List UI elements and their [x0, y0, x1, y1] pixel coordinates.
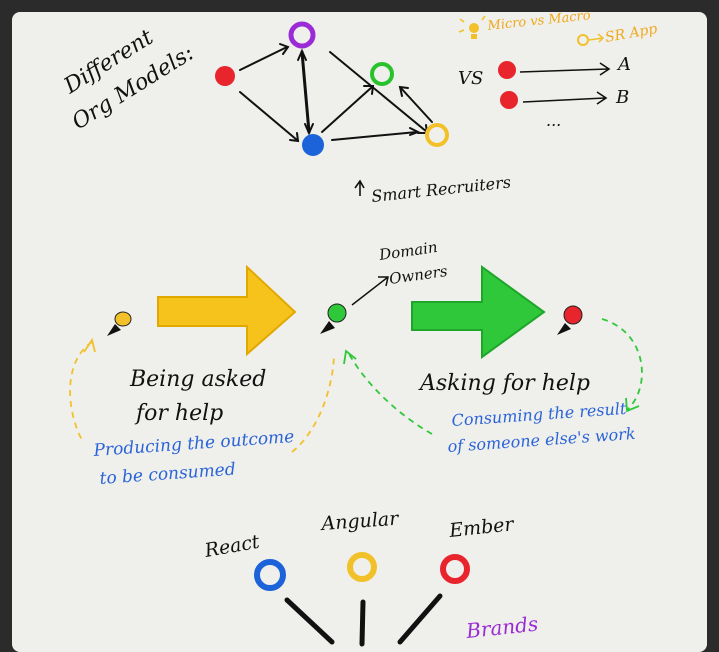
- sr-app-label: SR App: [604, 21, 659, 46]
- react-line: [284, 597, 335, 645]
- producing-line-1: Producing the outcome: [92, 427, 295, 461]
- red-dot-a: [498, 61, 516, 79]
- lightbulb-icon: [458, 15, 486, 39]
- red-dot-b: [500, 91, 518, 109]
- angular-line: [359, 599, 366, 647]
- react-node: [254, 559, 286, 591]
- label-a: A: [616, 54, 631, 75]
- green-arrow: [411, 265, 546, 359]
- producing-line-2: to be consumed: [99, 460, 236, 489]
- yellow-dashed-left: [69, 341, 93, 441]
- for-help-label: for help: [134, 401, 223, 426]
- yellow-dashed-right: [291, 356, 335, 453]
- red-dot-node: [215, 66, 235, 86]
- purple-node: [288, 21, 316, 49]
- arrow-to-b: [522, 91, 608, 105]
- asking-for-help-label: Asking for help: [418, 371, 590, 396]
- micro-vs-macro-label: Micro vs Macro: [486, 12, 592, 34]
- label-b: B: [615, 87, 629, 108]
- smart-recruiters-label: Smart Recruiters: [370, 172, 511, 206]
- sketch-drawing: Different Org Models: Smart Recruiters M…: [59, 12, 659, 647]
- ember-label: Ember: [447, 513, 516, 542]
- vs-label: VS: [458, 68, 483, 89]
- ember-line: [397, 593, 443, 645]
- green-dashed-return: [347, 351, 433, 435]
- domain-owners-arrow: [351, 276, 389, 306]
- green-node: [370, 62, 394, 86]
- sr-app-arrow: [588, 33, 605, 43]
- red-pen-icon: [557, 305, 583, 335]
- angular-node: [347, 552, 377, 582]
- arrow-to-a: [519, 62, 611, 76]
- angular-label: Angular: [319, 508, 401, 536]
- owners-label: Owners: [388, 262, 449, 288]
- org-network: [239, 43, 433, 143]
- green-dashed-right: [601, 318, 643, 411]
- up-arrow-icon: [354, 179, 365, 196]
- ellipsis-label: ...: [546, 111, 561, 130]
- react-label: React: [202, 531, 261, 562]
- consuming-line-2: of someone else's work: [447, 424, 636, 456]
- green-pen-icon: [320, 303, 347, 334]
- blue-dot-node: [302, 134, 324, 156]
- domain-label: Domain: [377, 238, 439, 264]
- orange-node: [425, 123, 449, 147]
- whiteboard-canvas: Different Org Models: Smart Recruiters M…: [12, 12, 707, 652]
- yellow-pen-icon: [107, 311, 132, 336]
- being-asked-label: Being asked: [129, 367, 266, 392]
- bottom-partial-label: Brands: [464, 612, 539, 644]
- ember-node: [440, 554, 470, 584]
- sr-app-node: [577, 34, 589, 46]
- yellow-arrow: [157, 264, 297, 357]
